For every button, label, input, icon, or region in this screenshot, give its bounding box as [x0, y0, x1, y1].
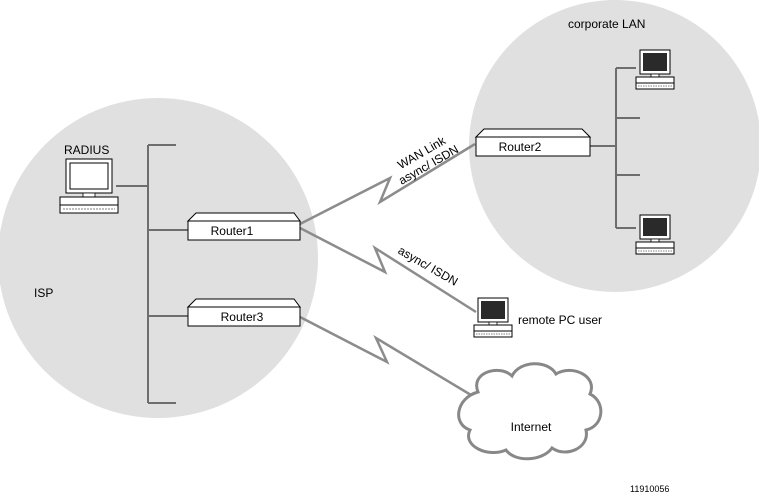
isp-bus — [116, 144, 188, 404]
radius-label: RADIUS — [64, 143, 109, 157]
computer-icon — [59, 158, 119, 214]
router1-label: Router1 — [211, 224, 254, 238]
internet-label: Internet — [511, 420, 552, 434]
computer-icon — [635, 49, 675, 90]
internet-cloud: Internet — [457, 362, 603, 461]
router2-label: Router2 — [499, 140, 542, 154]
corporate-lan-label: corporate LAN — [568, 17, 645, 31]
router2: Router2 — [474, 128, 592, 157]
internet-link-line — [299, 315, 477, 400]
cloud-icon — [457, 362, 603, 461]
router-icon — [186, 212, 301, 222]
router3: Router3 — [186, 298, 301, 327]
async-isdn-link-line — [299, 226, 477, 314]
remote-pc-user-label: remote PC user — [518, 313, 602, 327]
remote-pc: remote PC user — [473, 297, 602, 338]
router1: Router1 — [186, 212, 301, 241]
wan-link-line — [299, 142, 476, 226]
router-icon — [186, 298, 301, 308]
computer-icon — [473, 297, 513, 338]
isp-label: ISP — [34, 286, 53, 300]
computer-icon — [635, 214, 675, 255]
router-icon — [474, 128, 592, 138]
figure-id: 11910056 — [630, 484, 669, 494]
radius-server: RADIUS — [59, 143, 119, 214]
router3-label: Router3 — [221, 310, 264, 324]
corporate-lan-bus — [590, 67, 640, 229]
